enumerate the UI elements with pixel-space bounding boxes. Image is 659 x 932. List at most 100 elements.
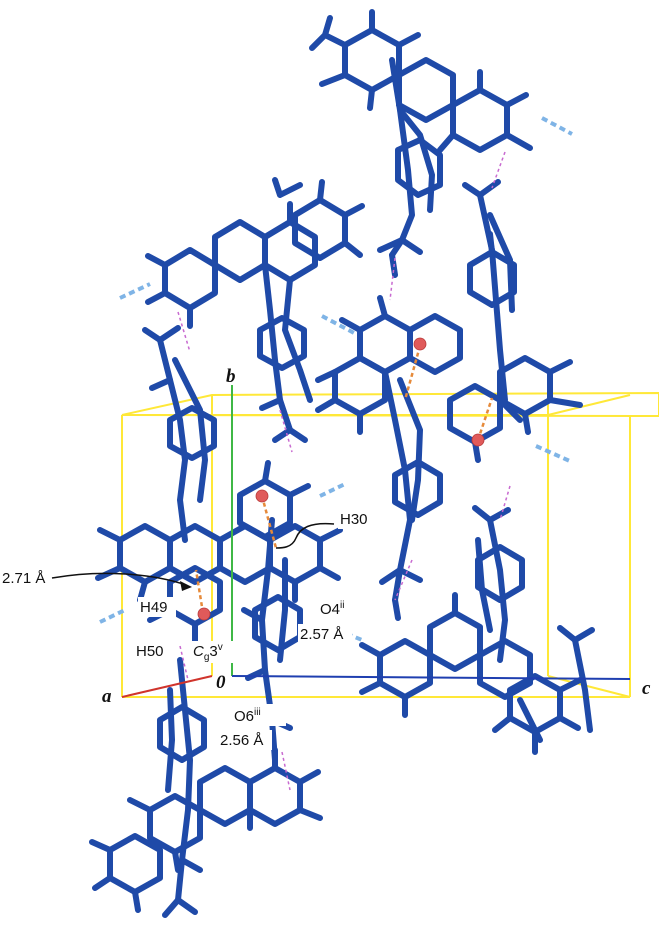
aromatic-ring <box>450 87 510 153</box>
ch-o-contact <box>491 151 506 189</box>
substituent-bonds <box>367 69 533 153</box>
leader-line-271 <box>51 572 187 586</box>
linker-chain <box>277 557 288 663</box>
o4-base: O4 <box>320 601 340 618</box>
aromatic-ring <box>475 544 525 603</box>
ch-o-contacts <box>177 151 511 791</box>
crystal-axes <box>121 385 631 698</box>
ch-o-contact <box>281 751 291 791</box>
ch-pi-contact <box>194 569 205 614</box>
label-bg <box>338 509 378 529</box>
hbond-contact <box>541 116 573 136</box>
centroid-marker <box>471 433 485 447</box>
cell-edge <box>547 394 631 416</box>
molecule-lower-center <box>241 517 303 763</box>
atom-label-o6: O6iii <box>234 707 261 725</box>
aromatic-ring <box>167 405 217 461</box>
hbond-contact <box>99 608 126 624</box>
ch-o-contact <box>177 311 191 353</box>
centroid-marker <box>197 607 211 621</box>
atom-label-h30: H30 <box>340 511 368 528</box>
atom-label-h49: H49 <box>140 599 168 616</box>
distance-label-271: 2.71 Å <box>2 570 45 587</box>
o4-superscript: ii <box>340 600 344 611</box>
substituent-bonds <box>379 567 423 621</box>
molecule-left-chain <box>95 325 343 645</box>
axis-c-label: c <box>642 678 651 699</box>
aromatic-ring <box>257 315 307 371</box>
aromatic-ring <box>162 247 218 311</box>
leader-lines <box>51 522 335 591</box>
aromatic-ring <box>197 765 253 827</box>
aromatic-ring <box>157 704 207 763</box>
cg-number: 3 <box>209 643 217 660</box>
cg-subscript: g <box>204 652 210 663</box>
linker-chain <box>175 657 193 903</box>
aromatic-ring <box>396 57 456 123</box>
hydrogen-bond-contacts <box>99 116 573 642</box>
aromatic-ring <box>447 383 503 445</box>
aromatic-ring <box>395 137 443 198</box>
hbond-contact <box>327 624 363 642</box>
substituent-bonds <box>359 592 458 718</box>
ch-o-contact <box>394 559 413 601</box>
label-bg <box>0 568 50 588</box>
atom-label-o4: O4ii <box>320 600 344 618</box>
substituent-bonds <box>89 839 203 918</box>
molecule-bottom-right <box>359 505 595 755</box>
cell-edge <box>547 675 631 698</box>
substituent-bonds <box>259 397 308 443</box>
aromatic-ring <box>427 610 483 672</box>
atom-label-h50: H50 <box>136 643 164 660</box>
label-bg <box>232 704 286 726</box>
centroid-marker <box>255 489 269 503</box>
aromatic-ring <box>247 765 303 827</box>
ch-pi-contact <box>476 397 494 441</box>
linker-chain <box>282 277 313 403</box>
substituent-bonds <box>462 179 501 255</box>
hbond-contact <box>319 482 346 498</box>
axis-a-line <box>121 675 213 698</box>
substituent-bonds <box>557 625 595 643</box>
axis-origin-label: 0 <box>216 672 226 693</box>
molecule-center-right <box>315 179 583 621</box>
linker-chain <box>165 687 175 793</box>
linker-chain <box>397 107 435 213</box>
substituent-bonds <box>262 460 343 603</box>
centroid-marker <box>413 337 427 351</box>
substituent-bonds <box>247 747 323 831</box>
substituent-bonds <box>472 359 583 463</box>
linker-chain <box>262 262 293 433</box>
cg-superscript: v <box>218 642 223 653</box>
cg-symbol: C <box>193 643 204 660</box>
substituent-bonds <box>145 179 365 329</box>
substituent-bonds <box>95 527 198 645</box>
label-bg <box>134 641 174 661</box>
aromatic-ring <box>237 478 293 540</box>
molecule-top-right <box>309 9 533 278</box>
substituent-bonds <box>127 797 181 873</box>
leader-line-h30 <box>275 522 335 549</box>
leader-arrowhead <box>180 581 192 591</box>
linker-chain <box>172 357 208 503</box>
ch-o-contact <box>389 257 396 301</box>
linker-chain <box>382 369 413 603</box>
ch-pi-contact <box>260 495 278 549</box>
aromatic-ring <box>332 355 388 417</box>
ch-pi-contacts <box>194 345 494 614</box>
ch-o-contact <box>279 409 293 453</box>
aromatic-ring <box>267 523 323 585</box>
substituent-bonds <box>492 677 583 755</box>
hbond-contact <box>119 282 151 300</box>
label-bg <box>318 597 364 619</box>
molecule-upper-middle <box>145 177 365 443</box>
distance-label-257: 2.57 Å <box>300 626 343 643</box>
label-bg <box>218 730 272 750</box>
aromatic-ring <box>377 638 433 700</box>
linker-chain <box>397 377 423 523</box>
ch-pi-contact <box>403 345 422 401</box>
aromatic-ring <box>107 833 163 895</box>
aromatic-ring <box>407 313 463 375</box>
aromatic-ring <box>212 219 268 283</box>
